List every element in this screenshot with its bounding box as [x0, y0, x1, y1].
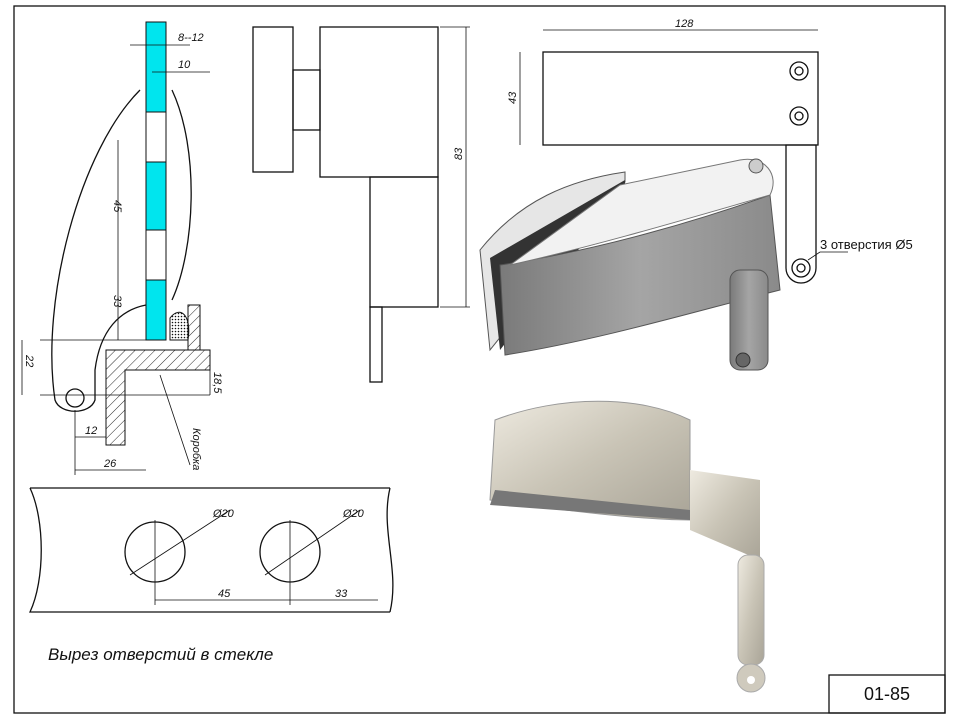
hole2-diameter: Ø20: [342, 508, 365, 520]
section-view: 8--12 10 45 33 22 18,5 12 26 Коробка: [21, 21, 223, 475]
drawing-frame: [13, 5, 946, 714]
dim-cutout-spacing: 45: [218, 588, 231, 600]
dim-pin-to-glass: 26: [103, 458, 117, 470]
dim-frame-height: 18,5: [211, 372, 223, 394]
hole1-diameter: Ø20: [212, 508, 235, 520]
top-view: 128 43 3 отверстия Ø5: [507, 18, 913, 284]
dim-height: 22: [23, 354, 35, 367]
dim-glass-thickness: 8--12: [178, 32, 204, 44]
hinge-render: [479, 158, 781, 371]
dim-top-width: 128: [675, 18, 694, 30]
dim-hole-spacing: 45: [111, 200, 123, 213]
cutout-caption: Вырез отверстий в стекле: [48, 645, 273, 664]
dim-hole-edge: 33: [111, 295, 123, 308]
drawing-code: 01-85: [864, 684, 910, 704]
glass-panel: [145, 21, 167, 341]
hinge-photo: [489, 400, 766, 693]
frame-label: Коробка: [190, 428, 202, 470]
dim-cutout-edge: 33: [335, 588, 348, 600]
dim-offset: 10: [178, 59, 191, 71]
glass-cutout-view: Ø20 Ø20 45 33 Вырез отверстий в стекле: [28, 487, 394, 664]
dim-top-height: 43: [507, 91, 519, 104]
dim-pin-offset: 12: [85, 425, 97, 437]
title-block: 01-85: [828, 674, 946, 714]
holes-label: 3 отверстия Ø5: [820, 237, 913, 252]
dim-side-height: 83: [453, 147, 465, 160]
side-view: 83: [252, 26, 470, 383]
